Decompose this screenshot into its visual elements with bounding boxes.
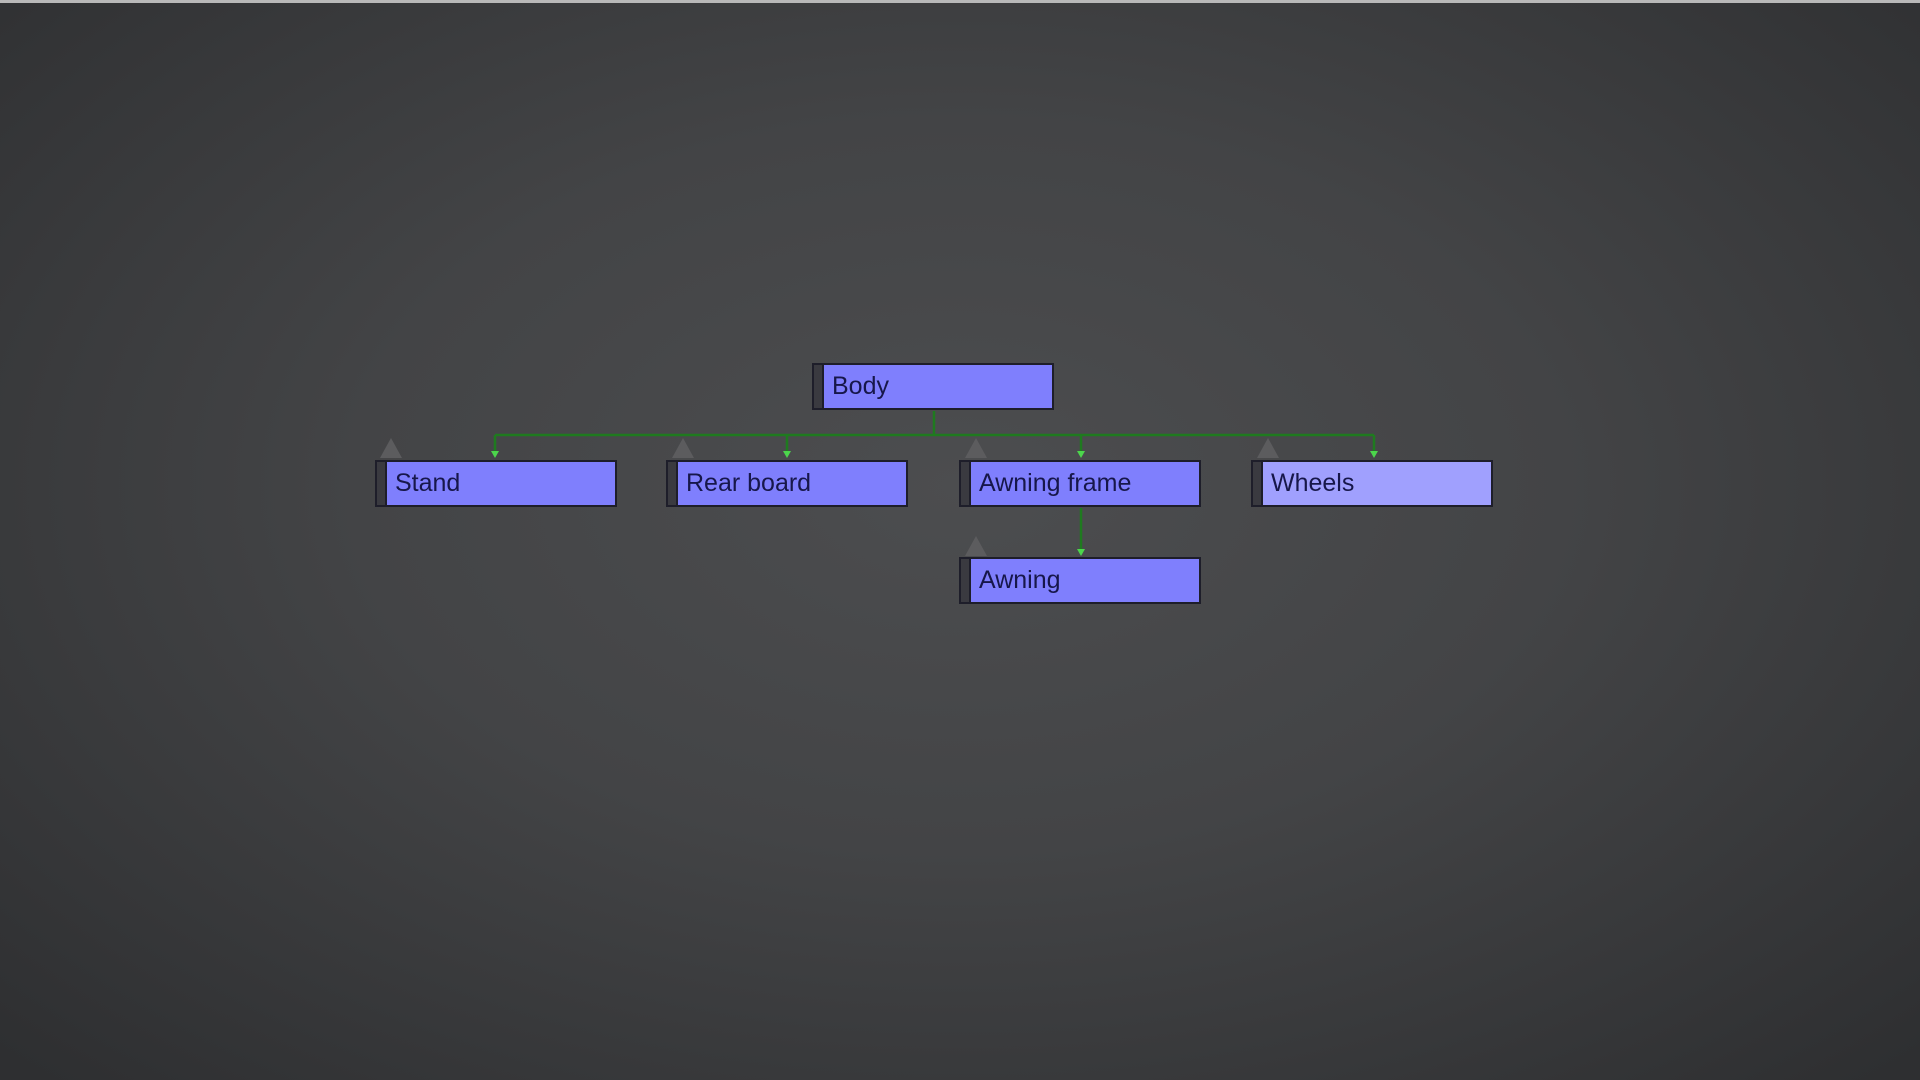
grip-handle-icon[interactable]: [377, 462, 387, 505]
triangle-up-icon[interactable]: [672, 438, 694, 458]
triangle-up-icon[interactable]: [1257, 438, 1279, 458]
node-body[interactable]: Body: [812, 363, 1054, 410]
node-label: Rear board: [686, 469, 812, 497]
grip-handle-icon[interactable]: [668, 462, 678, 505]
arrow-stand: [491, 451, 499, 458]
node-awning-frame[interactable]: Awning frame: [959, 460, 1201, 507]
node-wheels[interactable]: Wheels: [1251, 460, 1493, 507]
triangle-up-icon[interactable]: [965, 438, 987, 458]
arrow-awning: [1077, 549, 1085, 556]
triangle-up-icon[interactable]: [965, 536, 987, 556]
node-label: Awning: [979, 566, 1061, 594]
arrow-wheels: [1370, 451, 1378, 458]
node-label: Awning frame: [979, 469, 1132, 497]
grip-handle-icon[interactable]: [961, 559, 971, 602]
grip-handle-icon[interactable]: [1253, 462, 1263, 505]
grip-handle-icon[interactable]: [961, 462, 971, 505]
triangle-up-icon[interactable]: [380, 438, 402, 458]
arrow-awning-frame: [1077, 451, 1085, 458]
node-stand[interactable]: Stand: [375, 460, 617, 507]
node-label: Wheels: [1271, 469, 1355, 497]
node-label: Body: [832, 372, 889, 400]
window-top-edge: [0, 0, 1920, 3]
node-rear-board[interactable]: Rear board: [666, 460, 908, 507]
node-label: Stand: [395, 469, 461, 497]
arrow-rear-board: [783, 451, 791, 458]
grip-handle-icon[interactable]: [814, 365, 824, 408]
node-awning[interactable]: Awning: [959, 557, 1201, 604]
